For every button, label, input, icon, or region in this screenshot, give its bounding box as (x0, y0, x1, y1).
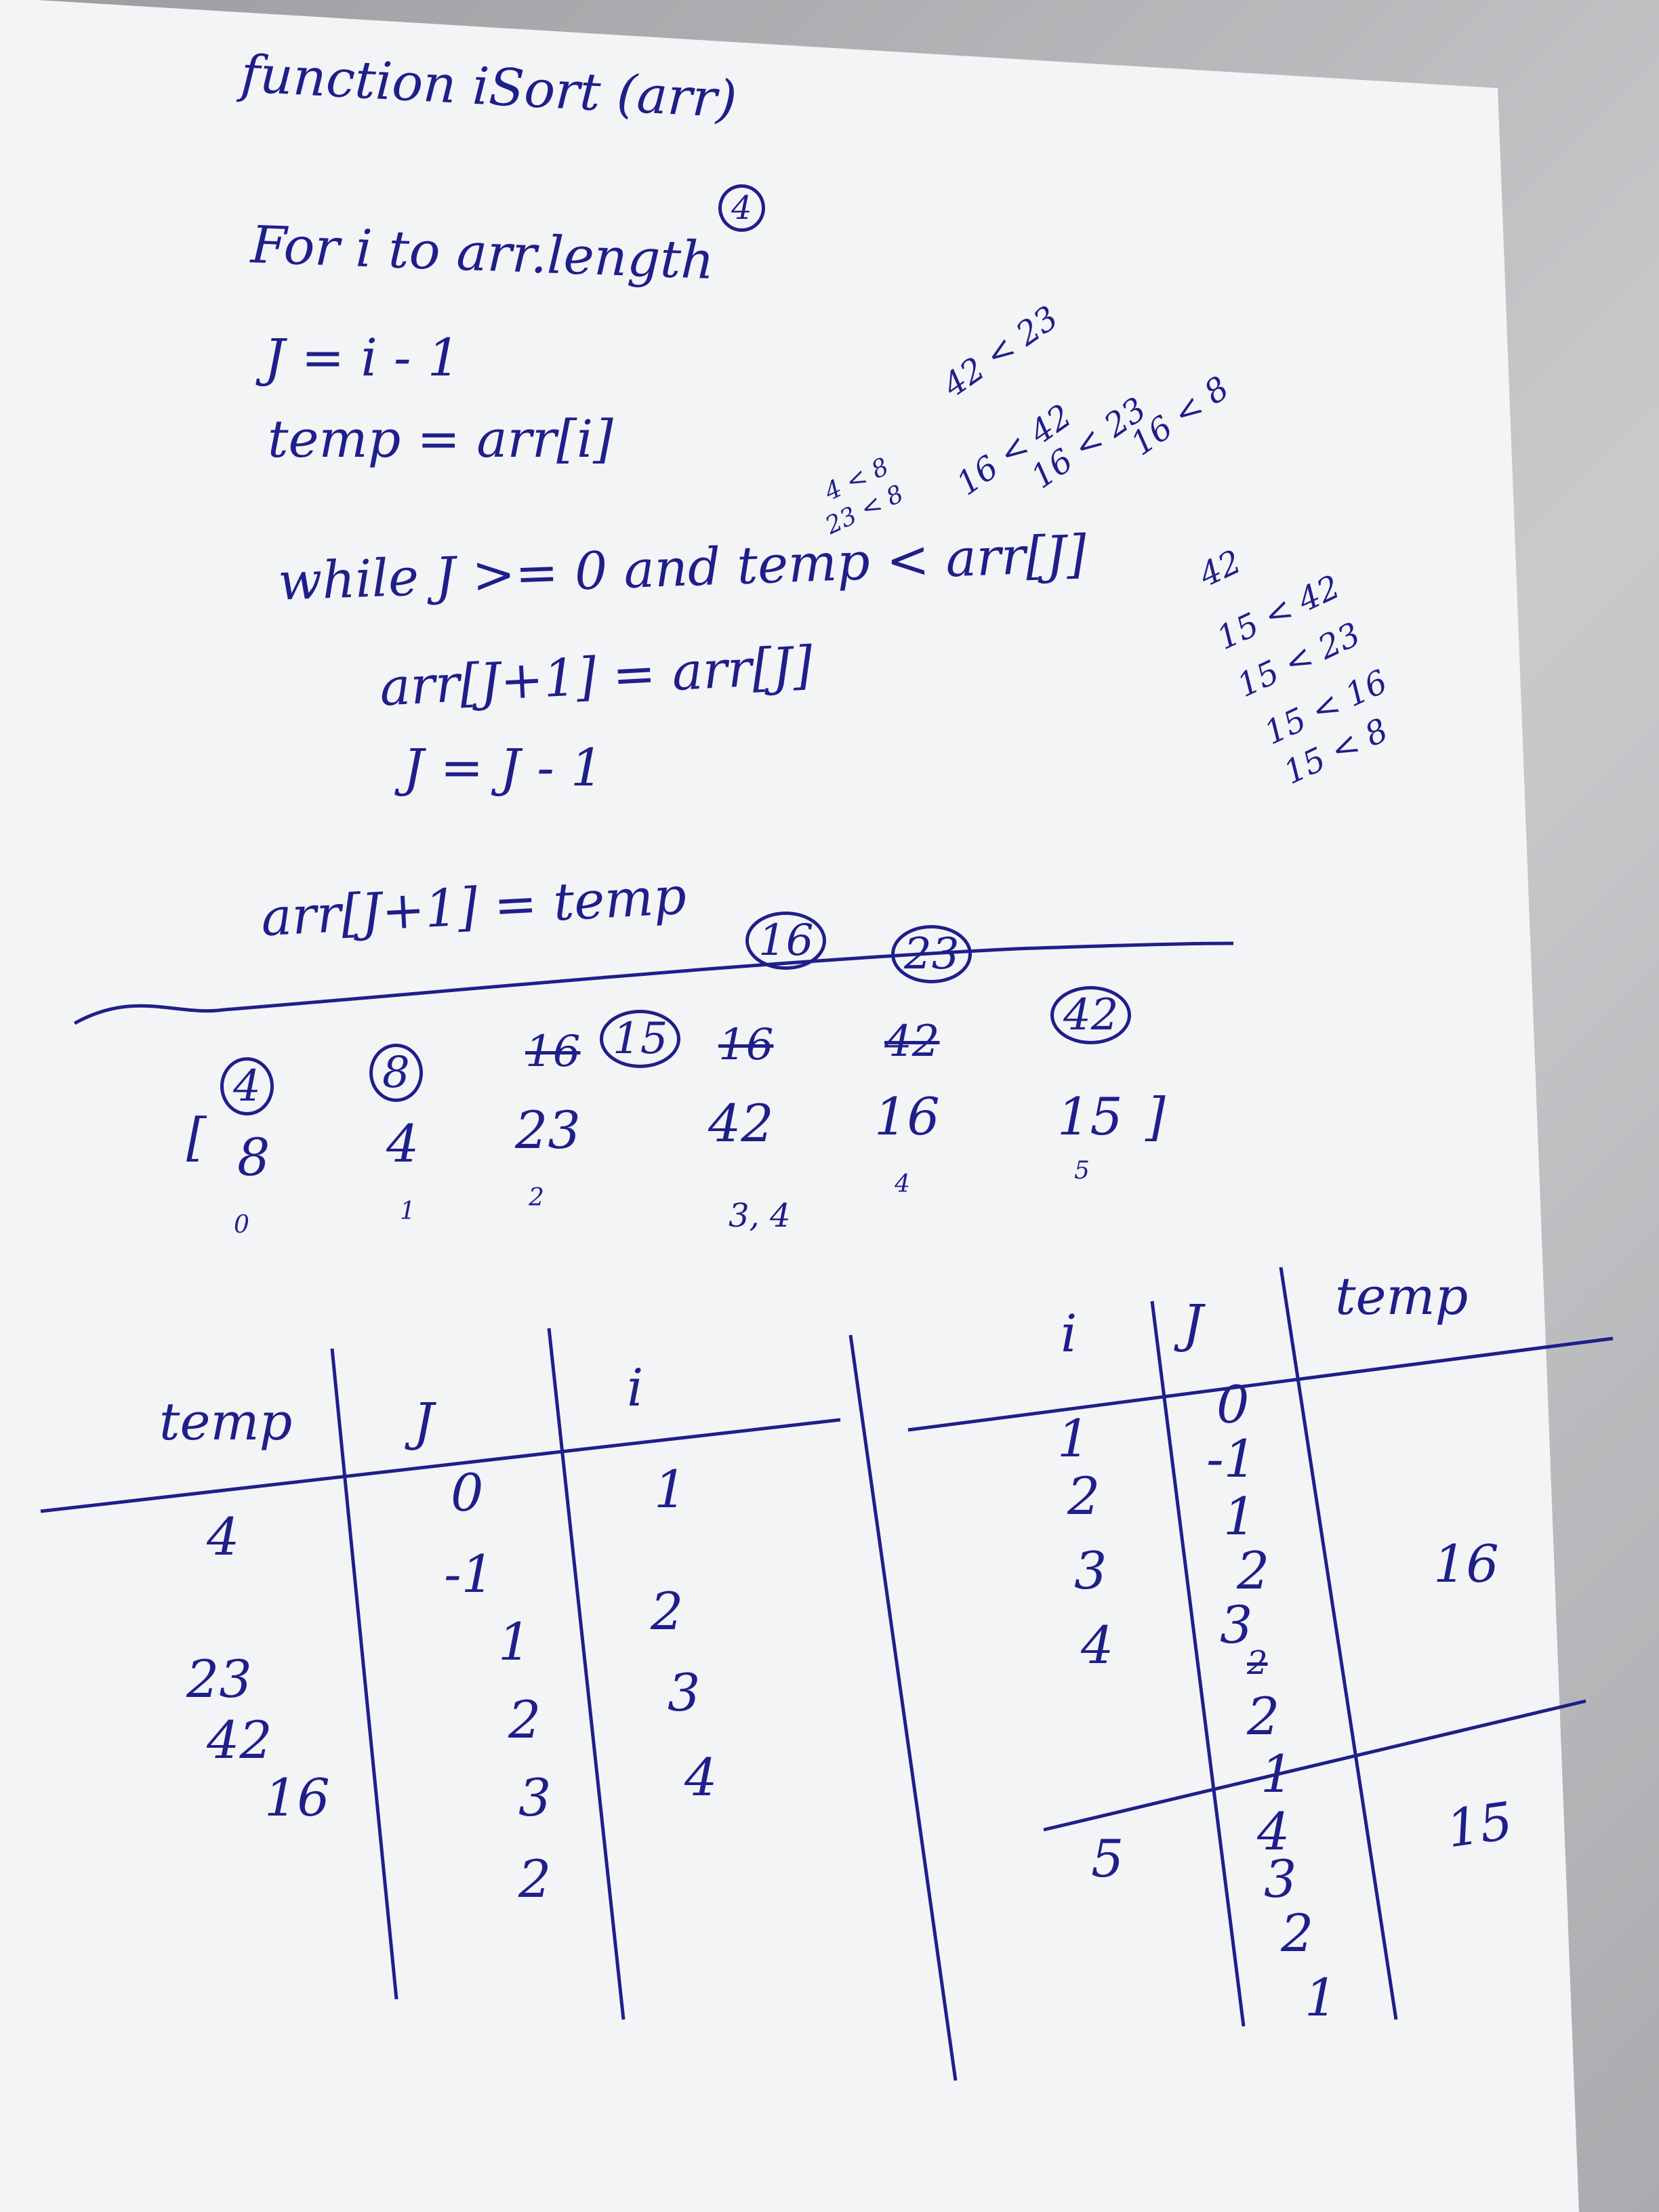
array-item-4-struck: 42 (884, 1017, 940, 1067)
right-table-j-cell: 3 (1220, 1595, 1253, 1655)
array-item-4-circled: 23 (891, 925, 972, 983)
left-table-col-line-3 (848, 1334, 958, 2081)
right-table-i-cell: 2 (1067, 1466, 1101, 1526)
code-line-function: function iSort (arr) (239, 43, 739, 130)
array-item-3-index: 3, 4 (729, 1197, 791, 1235)
right-table-j-cell: 1 (1223, 1486, 1256, 1547)
right-table-j-cell: 2 (1247, 1686, 1280, 1746)
right-table-temp-cell: 15 (1443, 1790, 1517, 1860)
array-item-3-circled: 16 (745, 912, 827, 970)
left-table-i-cell: 2 (651, 1581, 684, 1641)
array-item-2-circled: 15 (600, 1010, 681, 1068)
left-table-j-cell: 2 (508, 1689, 541, 1750)
right-table-i-cell: 1 (1057, 1408, 1090, 1469)
left-table-i-cell: 1 (654, 1459, 687, 1519)
code-line-decrement: J = J - 1 (403, 737, 604, 798)
array-item-2-value: 23 (515, 1100, 581, 1160)
code-line-while: while J >= 0 and temp < arr[J] (276, 523, 1088, 612)
array-item-1-circled: 8 (369, 1044, 423, 1102)
left-table-j-cell: 3 (518, 1767, 552, 1828)
right-table-header-line (907, 1336, 1614, 1432)
right-table-header-temp: temp (1335, 1266, 1469, 1326)
array-item-3-value: 42 (708, 1093, 774, 1153)
left-table-col-line-1 (330, 1348, 398, 2000)
array-item-0-circled: 4 (220, 1057, 274, 1115)
right-table-j-cell: 4 (1257, 1801, 1290, 1862)
right-table-header-i: i (1061, 1303, 1078, 1364)
right-table-i-cell: 5 (1091, 1828, 1124, 1889)
right-table-i-cell: 3 (1074, 1540, 1107, 1601)
right-table-header-j: J (1183, 1293, 1204, 1353)
array-item-5-circled: 42 (1050, 986, 1132, 1044)
array-open-bracket: [ (186, 1107, 207, 1167)
left-table-i-cell: 3 (668, 1662, 701, 1723)
left-table-header-temp: temp (159, 1391, 293, 1452)
right-table-j-cell: 1 (1305, 1967, 1338, 2028)
code-line-for: For i to arr.length (249, 214, 716, 291)
array-item-0-value: 8 (237, 1127, 270, 1187)
left-table-temp-cell: 42 (207, 1710, 272, 1770)
right-table-j-cell: 3 (1264, 1849, 1297, 1909)
array-item-5-value: 15 (1057, 1086, 1123, 1147)
array-close-bracket: ] (1145, 1086, 1166, 1147)
left-table-j-cell: 2 (518, 1849, 552, 1909)
array-item-3-struck: 16 (718, 1020, 774, 1070)
right-table-j-cell: 2 (1237, 1540, 1270, 1601)
left-table-j-cell: -1 (444, 1544, 495, 1604)
right-table-j-cell: 2 (1281, 1903, 1314, 1963)
array-item-2-struck: 16 (525, 1027, 581, 1077)
side-note: 42 (1193, 542, 1248, 595)
left-table-j-cell: 1 (498, 1612, 531, 1672)
code-line-insert: arr[J+1] = temp (260, 865, 688, 948)
array-item-0-index: 0 (234, 1211, 249, 1239)
left-table-col-line-2 (547, 1328, 626, 2020)
side-note: 42 < 23 (936, 298, 1065, 405)
left-table-header-i: i (627, 1357, 644, 1418)
left-table-temp-cell: 16 (264, 1767, 330, 1828)
array-item-1-index: 1 (400, 1197, 415, 1225)
right-table-j-cell: -1 (1206, 1429, 1257, 1489)
array-item-4-index: 4 (895, 1170, 910, 1198)
array-item-5-index: 5 (1074, 1157, 1090, 1185)
left-table-temp-cell: 4 (207, 1507, 240, 1567)
code-line-shift: arr[J+1] = arr[J] (378, 634, 815, 718)
left-table-j-cell: 0 (451, 1462, 484, 1523)
left-table-header-j: J (413, 1391, 434, 1452)
array-item-4-value: 16 (874, 1086, 940, 1147)
right-table-j-cell: 2 (1247, 1644, 1268, 1682)
left-table-i-cell: 4 (684, 1747, 718, 1807)
left-table-temp-cell: 23 (186, 1649, 252, 1709)
right-table-j-cell: 0 (1216, 1374, 1250, 1435)
right-table-temp-cell: 16 (1433, 1534, 1499, 1594)
code-line-temp-assign: temp = arr[i] (268, 409, 613, 469)
right-table-j-cell: 1 (1261, 1744, 1294, 1804)
array-item-1-value: 4 (386, 1113, 419, 1174)
right-table-i-cell: 4 (1081, 1615, 1114, 1675)
code-line-j-assign: J = i - 1 (264, 327, 461, 388)
array-item-2-index: 2 (529, 1184, 544, 1212)
circled-note: 4 (718, 184, 765, 232)
